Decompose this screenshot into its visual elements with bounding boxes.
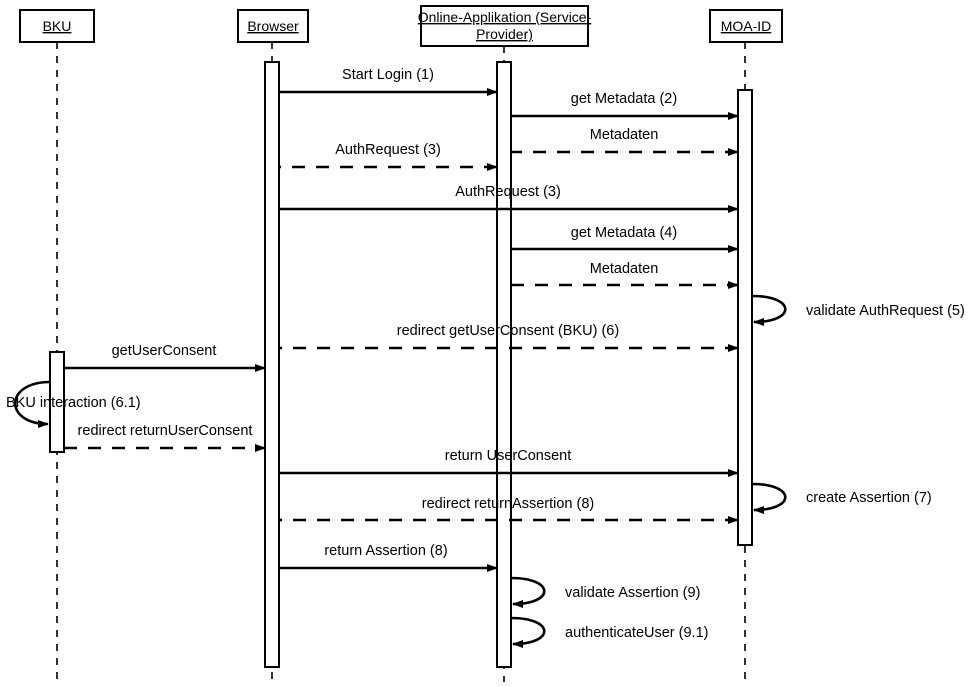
participant-box-moaid [709, 9, 783, 43]
self-message-label-16: create Assertion (7) [806, 490, 932, 506]
self-messages-layer: validate AuthRequest (5) BKU interaction … [6, 294, 965, 648]
participant-head-oa[interactable]: Online-Applikation (Service-Provider) [418, 5, 592, 47]
message-label-5: AuthRequest (3) [455, 184, 561, 200]
participant-head-bku[interactable]: BKU [19, 9, 95, 43]
participant-label-oa-line2: Provider) [476, 26, 533, 42]
participant-head-browser[interactable]: Browser [237, 9, 309, 43]
activations-layer [49, 61, 753, 668]
activation-bar-browser [264, 61, 280, 668]
participant-label-bku: BKU [43, 18, 72, 34]
message-label-13: return Assertion (8) [324, 543, 447, 559]
self-message-label-18: authenticateUser (9.1) [565, 625, 708, 641]
self-message-label-17: validate Assertion (9) [565, 585, 700, 601]
message-label-4: AuthRequest (3) [335, 142, 441, 158]
activation-bar-moaid [737, 89, 753, 546]
self-message-label-14: validate AuthRequest (5) [806, 303, 965, 319]
message-label-3: Metadaten [590, 127, 659, 143]
self-message-arc-14 [751, 294, 787, 326]
self-message-label-15: BKU interaction (6.1) [6, 395, 141, 411]
message-label-10: redirect returnUserConsent [78, 423, 253, 439]
participant-heads-layer: BKU Browser Online-Applikation (Service-Pr… [19, 5, 783, 47]
message-label-11: return UserConsent [445, 448, 572, 464]
participant-head-moaid[interactable]: MOA-ID [709, 9, 783, 43]
message-label-2: get Metadata (2) [571, 91, 677, 107]
participant-box-browser [237, 9, 309, 43]
self-message-arc-18 [510, 616, 546, 648]
activation-bar-bku [49, 351, 65, 453]
message-label-12: redirect returnAssertion (8) [422, 496, 594, 512]
participant-label-moaid: MOA-ID [721, 18, 772, 34]
message-label-1: Start Login (1) [342, 67, 434, 83]
message-label-7: Metadaten [590, 261, 659, 277]
self-message-arc-15 [13, 380, 51, 428]
self-message-arc-17 [510, 576, 546, 608]
participant-label-oa: Online-Applikation (Service- [418, 9, 592, 25]
message-label-8: redirect getUserConsent (BKU) (6) [397, 323, 619, 339]
messages-layer: Start Login (1) get Metadata (2) Metadaten… [64, 67, 739, 572]
self-message-arc-16 [751, 482, 787, 514]
participant-label-browser: Browser [247, 18, 299, 34]
participant-box-oa [420, 5, 589, 47]
message-label-9: getUserConsent [112, 343, 217, 359]
participant-box-bku [19, 9, 95, 43]
activation-bar-oa [496, 61, 512, 668]
message-label-6: get Metadata (4) [571, 225, 677, 241]
